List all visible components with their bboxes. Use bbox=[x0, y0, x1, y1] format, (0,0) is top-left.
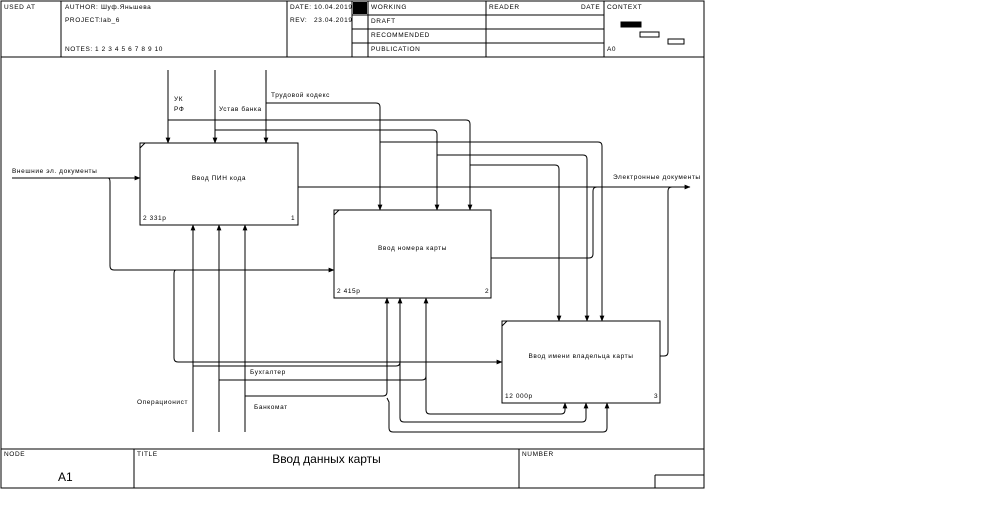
arrow-label-ext-docs: Внешние эл. документы bbox=[12, 168, 98, 175]
arrow-labor-code-branch bbox=[266, 102, 383, 211]
arrow-mech-b3-c bbox=[386, 397, 610, 433]
arrow-b3-output bbox=[660, 186, 673, 357]
arrow-charter-branch bbox=[215, 129, 440, 211]
arrow-label-charter: Устав банка bbox=[219, 106, 262, 113]
box-3-number: 3 bbox=[654, 393, 659, 400]
working-marker bbox=[353, 2, 367, 14]
arrow-label-labor-code: Трудовой кодекс bbox=[271, 92, 330, 99]
reader-date-label: DATE bbox=[581, 4, 601, 11]
box-3-title[interactable]: Ввод имени владельца карты bbox=[528, 353, 634, 360]
arrow-label-atm: Банкомат bbox=[254, 404, 288, 411]
project-value: lab_6 bbox=[101, 17, 120, 24]
diagram-title: Ввод данных карты bbox=[272, 452, 381, 466]
arrow-mech-b3-a bbox=[425, 376, 568, 415]
context-label: CONTEXT bbox=[607, 4, 643, 11]
arrow-accountant-b2 bbox=[219, 297, 429, 381]
box-2-title[interactable]: Ввод номера карты bbox=[377, 245, 448, 252]
notes-value: 1 2 3 4 5 6 7 8 9 10 bbox=[95, 46, 164, 53]
footer-frame bbox=[0, 448, 705, 489]
used-at-label: USED AT bbox=[4, 4, 36, 11]
arrow-label-operator: Операционист bbox=[137, 399, 189, 406]
context-thumbnail bbox=[620, 21, 685, 45]
box-3-cost: 12 000р bbox=[505, 393, 533, 400]
box-2-cost: 2 415р bbox=[337, 288, 361, 295]
arrow-branch-b3-b bbox=[437, 154, 590, 322]
activity-box-2 bbox=[333, 209, 492, 299]
activity-box-3 bbox=[501, 320, 661, 404]
date-value: 10.04.2019 bbox=[314, 4, 353, 11]
box-1-cost: 2 331р bbox=[143, 215, 167, 222]
status-recommended: RECOMMENDED bbox=[371, 32, 430, 39]
arrow-label-accountant: Бухгалтер bbox=[250, 369, 286, 376]
box-1-number: 1 bbox=[291, 215, 296, 222]
arrow-accountant bbox=[193, 297, 403, 367]
arrow-b2-output bbox=[491, 186, 598, 259]
arrow-label-rf: РФ bbox=[174, 106, 185, 113]
author-value: Шуф.Яньшева bbox=[101, 4, 152, 11]
box-2-number: 2 bbox=[485, 288, 490, 295]
arrow-mech-b3-b bbox=[399, 362, 589, 423]
box-1-title[interactable]: Ввод ПИН кода bbox=[191, 175, 247, 182]
notes-label: NOTES: bbox=[65, 46, 93, 53]
number-label: NUMBER bbox=[522, 451, 554, 458]
arrow-label-el-docs: Электронные документы bbox=[613, 174, 701, 181]
status-working: WORKING bbox=[371, 4, 407, 11]
activity-box-1 bbox=[139, 142, 299, 226]
author-label: AUTHOR: bbox=[65, 4, 99, 11]
arrow-uk-branch-b3 bbox=[168, 119, 473, 211]
date-label: DATE: bbox=[290, 4, 312, 11]
arrow-ext-docs-branch bbox=[107, 177, 335, 273]
diagram-area bbox=[0, 56, 705, 450]
reader-label: READER bbox=[489, 4, 520, 11]
title-label: TITLE bbox=[137, 451, 158, 458]
rev-value: 23.04.2019 bbox=[314, 17, 353, 24]
arrow-ext-docs-branch-b3 bbox=[173, 269, 503, 365]
arrow-branch-b3-c bbox=[470, 164, 562, 322]
arrow-branch-b3-a bbox=[380, 141, 605, 322]
node-value: A1 bbox=[58, 470, 73, 484]
arrow-label-uk: УК bbox=[174, 96, 184, 103]
rev-label: REV: bbox=[290, 17, 308, 24]
project-label: PROJECT: bbox=[65, 17, 102, 24]
status-publication: PUBLICATION bbox=[371, 46, 421, 53]
node-label: NODE bbox=[4, 451, 26, 458]
status-draft: DRAFT bbox=[371, 18, 396, 25]
arrow-atm-b2 bbox=[245, 297, 390, 397]
context-node: A0 bbox=[607, 46, 617, 53]
